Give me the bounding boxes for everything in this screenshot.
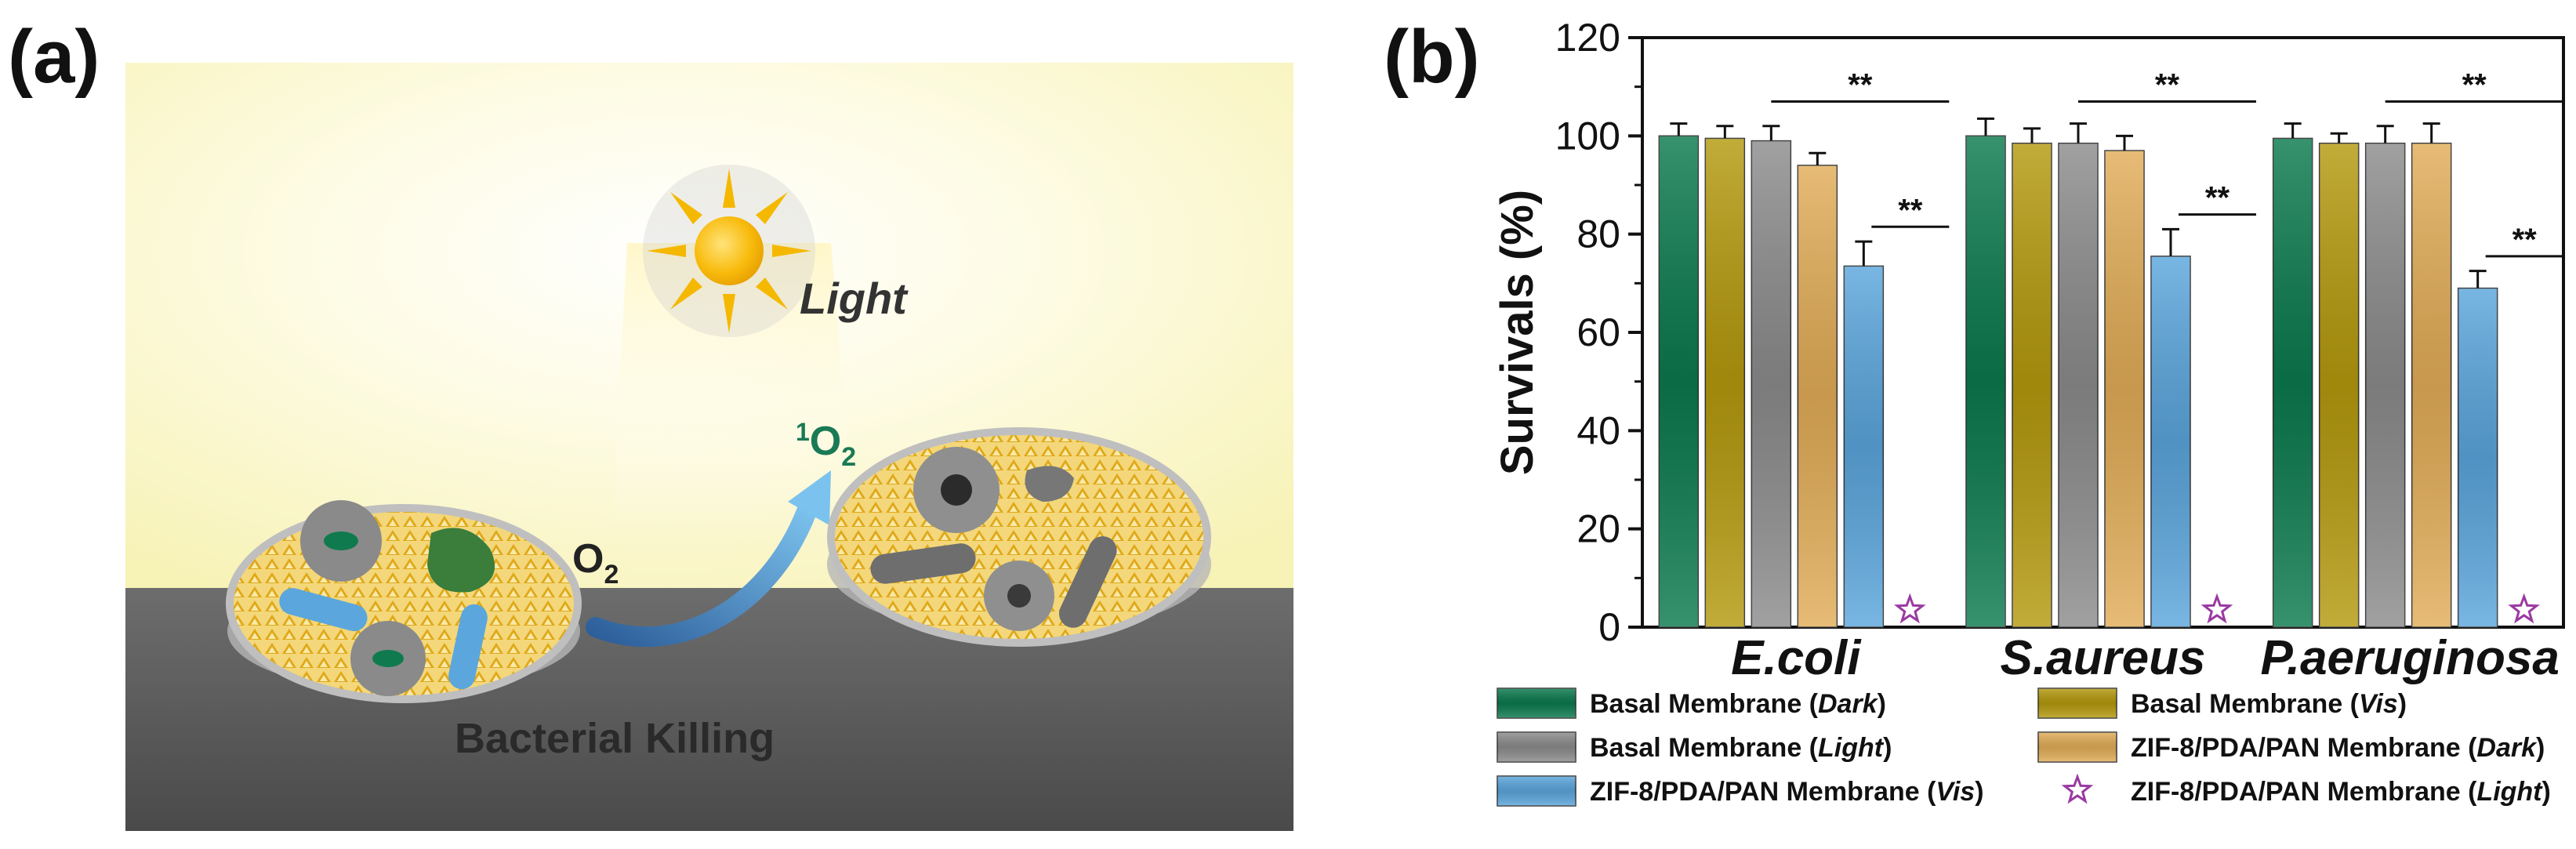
bar-shading (1798, 165, 1838, 627)
bar-shading (1844, 266, 1884, 627)
bar-shading (2273, 138, 2313, 627)
y-tick-label: 120 (1555, 24, 1620, 60)
star-marker (2200, 593, 2233, 624)
bar-shading (2458, 288, 2498, 627)
bar-shading (2365, 143, 2405, 627)
membrane-right (827, 427, 1211, 647)
x-category-label: E.coli (1731, 631, 1862, 685)
y-tick-label: 40 (1576, 408, 1620, 452)
legend-swatch-shading (2038, 732, 2117, 762)
caption-bacterial-killing: Bacterial Killing (455, 715, 775, 762)
significance-label: ** (2155, 67, 2180, 102)
bar-shading (2151, 256, 2190, 627)
singlet-oxygen-label: 1O2 (796, 418, 856, 472)
bar-shading (2411, 143, 2451, 627)
legend-label: ZIF-8/PDA/PAN Membrane (Vis) (1590, 777, 1984, 807)
bar-shading (1966, 136, 2005, 628)
bar-shading (2105, 151, 2144, 628)
y-tick-label: 60 (1576, 310, 1620, 354)
y-tick-label: 0 (1598, 605, 1620, 649)
o2-label: O2 (572, 536, 619, 590)
bar-shading (1751, 140, 1791, 628)
bars: ** ** ** ** ** ** (1658, 67, 2563, 628)
bar-shading (1659, 136, 1699, 628)
arrow-head (788, 470, 831, 525)
legend-label: Basal Membrane (Vis) (2131, 689, 2407, 719)
y-tick-label: 80 (1576, 212, 1620, 256)
legend-swatch-shading (2038, 688, 2117, 718)
x-category-label: S.aureus (2001, 631, 2206, 685)
significance-label: ** (1848, 67, 1873, 102)
light-beam (611, 243, 854, 533)
bar-shading (2012, 143, 2052, 627)
sun-icon (643, 165, 815, 337)
panel-label-b: (b) (1384, 15, 1480, 99)
significance-label: ** (2462, 67, 2487, 102)
panel-label-a: (a) (8, 15, 100, 99)
bacterial-killing-scene: Light O2 1O2 Bacterial Killing (125, 63, 1293, 831)
y-tick-label: 100 (1555, 114, 1620, 158)
reaction-arrow (586, 499, 818, 648)
legend-swatch-shading (1497, 688, 1576, 718)
bar-shading (2059, 143, 2098, 627)
legend-star-marker (2061, 773, 2094, 804)
significance-label: ** (2513, 223, 2538, 257)
significance-label: ** (1898, 193, 1923, 227)
legend-label: ZIF-8/PDA/PAN Membrane (Dark) (2131, 733, 2545, 763)
legend-label: Basal Membrane (Dark) (1590, 689, 1886, 719)
significance-label: ** (2205, 181, 2230, 216)
y-axis-label: Survivals (%) (1492, 190, 1543, 475)
legend-label: Basal Membrane (Light) (1590, 733, 1892, 763)
bar-shading (1705, 138, 1745, 627)
x-category-label: P.aeruginosa (2260, 631, 2559, 685)
bar-shading (2319, 143, 2359, 627)
legend-label: ZIF-8/PDA/PAN Membrane (Light) (2131, 777, 2551, 807)
star-marker (1894, 593, 1926, 624)
light-label: Light (800, 274, 909, 323)
y-tick-label: 20 (1576, 507, 1620, 551)
membrane-left (226, 500, 582, 703)
legend: Basal Membrane (Dark) Basal Membrane (Vis… (1497, 688, 2551, 807)
star-marker (2508, 593, 2540, 624)
legend-swatch-shading (1497, 776, 1576, 806)
legend-swatch-shading (1497, 732, 1576, 762)
